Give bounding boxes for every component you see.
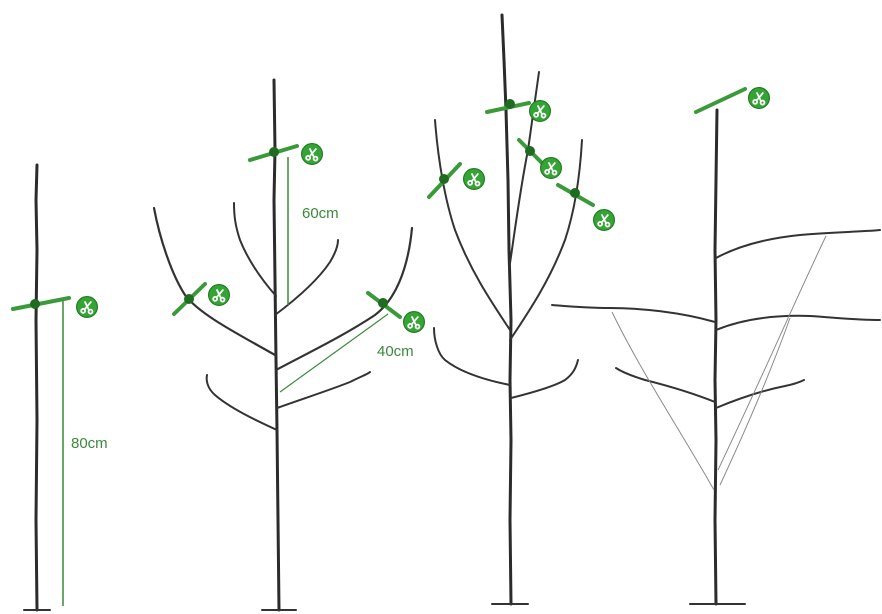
measure-label-60cm: 60cm bbox=[302, 205, 339, 222]
tree-4-branch bbox=[716, 316, 880, 330]
cut-bar bbox=[13, 298, 69, 309]
measure-label-80cm: 80cm bbox=[71, 435, 108, 452]
cut-point bbox=[570, 188, 580, 198]
cut-point bbox=[378, 298, 388, 308]
cut-point bbox=[269, 147, 279, 157]
tree-4-string bbox=[718, 236, 826, 470]
tree-4-branch bbox=[716, 230, 880, 258]
cut-point bbox=[525, 146, 535, 156]
tree-4-branch bbox=[552, 305, 715, 322]
scissors-icon bbox=[404, 312, 425, 333]
tree-3-branch bbox=[434, 328, 510, 385]
scissors-icon bbox=[530, 101, 551, 122]
tree-second-year bbox=[429, 15, 614, 604]
scissors-icon bbox=[749, 88, 770, 109]
scissors-icon bbox=[77, 297, 98, 318]
cut-point bbox=[439, 174, 449, 184]
measure-line-40cm bbox=[280, 314, 388, 392]
tree-2-branch bbox=[154, 208, 275, 355]
tree-4-string bbox=[612, 312, 714, 490]
tree-trained bbox=[552, 88, 880, 604]
tree-first-year: 60cm 40cm bbox=[154, 80, 424, 610]
tree-2-branch bbox=[275, 240, 338, 315]
tree-2-trunk bbox=[274, 80, 279, 610]
tree-whip: 80cm bbox=[13, 165, 108, 610]
tree-2-branch bbox=[207, 375, 277, 430]
cut-point bbox=[30, 299, 40, 309]
tree-3-branch bbox=[511, 360, 578, 398]
tree-2-branch bbox=[277, 372, 370, 408]
scissors-icon bbox=[302, 144, 323, 165]
scissors-icon bbox=[541, 158, 562, 179]
tree-4-trunk bbox=[715, 110, 717, 604]
scissors-icon bbox=[464, 169, 485, 190]
tree-3-branch bbox=[435, 120, 510, 330]
tree-1-trunk bbox=[36, 165, 37, 610]
cut-point bbox=[505, 99, 515, 109]
tree-4-branch bbox=[616, 368, 715, 402]
cut-point bbox=[184, 294, 194, 304]
measure-label-40cm: 40cm bbox=[377, 343, 414, 360]
tree-2-branch bbox=[234, 203, 276, 296]
scissors-icon bbox=[594, 210, 615, 231]
cut-bar bbox=[696, 89, 745, 112]
scissors-icon bbox=[209, 285, 230, 306]
